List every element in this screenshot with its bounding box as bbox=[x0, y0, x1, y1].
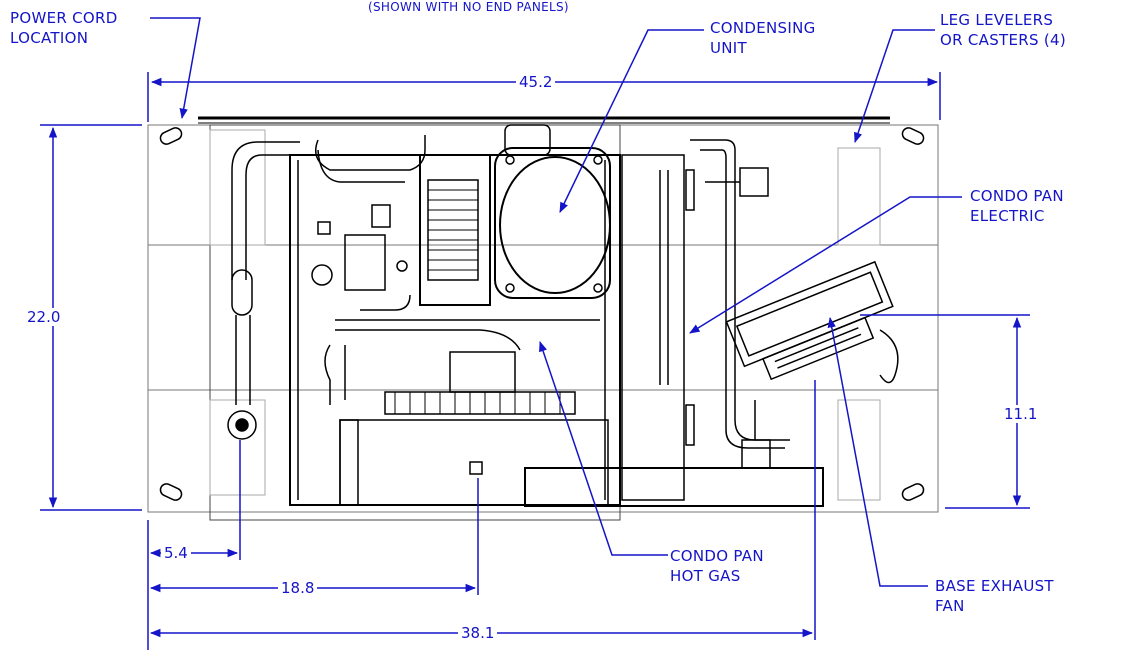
leg-levelers-label: LEG LEVELERS OR CASTERS (4) bbox=[940, 10, 1066, 50]
unit-base-frame bbox=[147, 116, 939, 521]
base-exhaust-fan bbox=[725, 260, 899, 384]
cord-offset-value: 5.4 bbox=[161, 544, 191, 562]
condo-pan-hot-gas-label-line1: CONDO PAN bbox=[670, 547, 764, 565]
fan-height-value: 11.1 bbox=[1001, 405, 1041, 423]
condensing-unit-label: CONDENSING UNIT bbox=[710, 18, 816, 58]
fan-offset-value: 38.1 bbox=[458, 624, 498, 642]
condensing-unit-assembly bbox=[289, 124, 621, 506]
base-exhaust-fan-label-line2: FAN bbox=[935, 597, 965, 615]
condensing-unit-label-line1: CONDENSING bbox=[710, 19, 816, 37]
power-cord-label: POWER CORD LOCATION bbox=[10, 8, 118, 48]
leg-levelers-label-line1: LEG LEVELERS bbox=[940, 11, 1054, 29]
condensing-unit-label-line2: UNIT bbox=[710, 39, 747, 57]
condo-pan-electric-label-line2: ELECTRIC bbox=[970, 207, 1045, 225]
base-exhaust-fan-label-line1: BASE EXHAUST bbox=[935, 577, 1054, 595]
leg-levelers-leader bbox=[854, 29, 935, 143]
condo-pan-hot-gas-leader bbox=[539, 341, 668, 556]
condensing-unit-leader bbox=[559, 29, 704, 213]
condo-pan-hot-gas-label: CONDO PAN HOT GAS bbox=[670, 546, 764, 586]
condo-pan-hot-gas-label-line2: HOT GAS bbox=[670, 567, 741, 585]
leader-lines bbox=[150, 17, 962, 587]
center-offset-value: 18.8 bbox=[278, 579, 318, 597]
power-cord-tube bbox=[227, 141, 300, 440]
overall-width-value: 45.2 bbox=[516, 73, 556, 91]
leg-levelers-label-line2: OR CASTERS (4) bbox=[940, 31, 1067, 49]
condo-pan-electric-label-line1: CONDO PAN bbox=[970, 187, 1064, 205]
condo-pan-electric-assembly bbox=[524, 139, 824, 507]
condo-pan-electric-label: CONDO PAN ELECTRIC bbox=[970, 186, 1064, 226]
base-exhaust-fan-leader bbox=[827, 316, 928, 587]
leg-leveler-slots bbox=[159, 127, 925, 501]
dimension-lines bbox=[40, 72, 1030, 650]
power-cord-label-line2: LOCATION bbox=[10, 29, 89, 47]
overall-depth-value: 22.0 bbox=[24, 308, 64, 326]
header-note: (SHOWN WITH NO END PANELS) bbox=[368, 0, 569, 14]
base-exhaust-fan-label: BASE EXHAUST FAN bbox=[935, 576, 1054, 616]
power-cord-leader bbox=[150, 17, 201, 120]
power-cord-label-line1: POWER CORD bbox=[10, 9, 118, 27]
condo-pan-electric-leader bbox=[689, 196, 962, 334]
